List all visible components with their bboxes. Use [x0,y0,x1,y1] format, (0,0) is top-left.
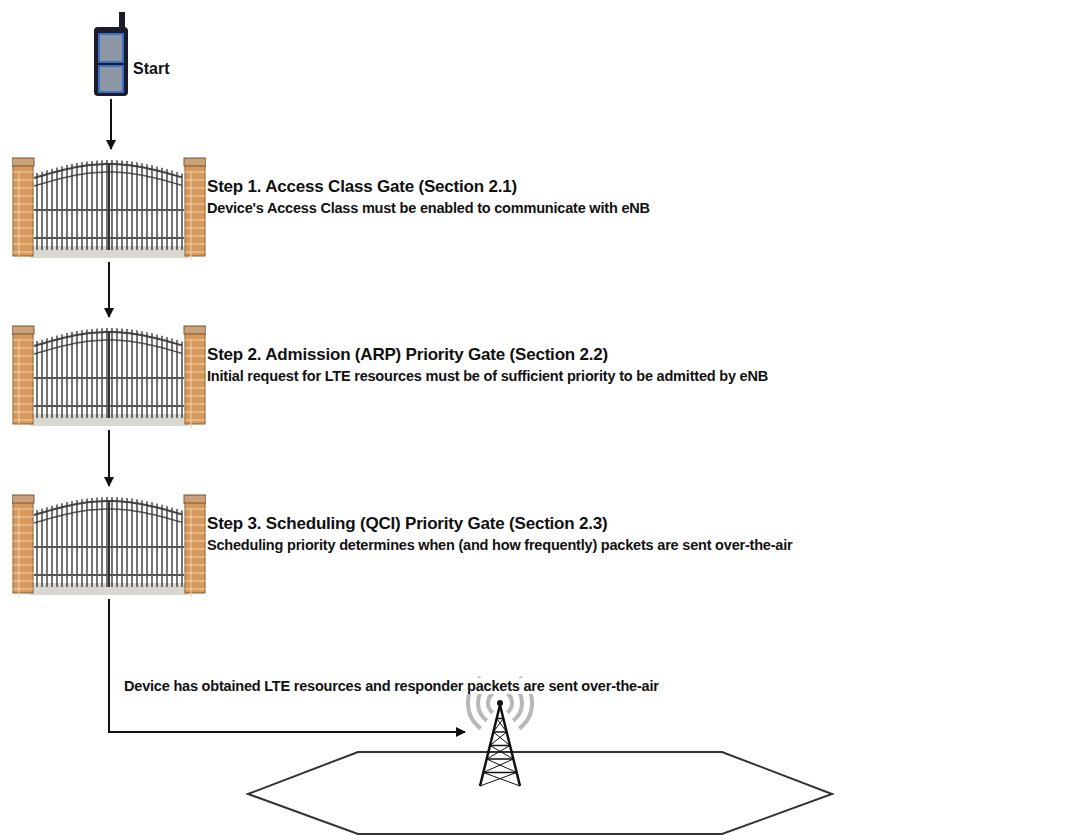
flow-arrow [110,99,112,149]
step-heading: Step 2. Admission (ARP) Priority Gate (S… [207,345,608,365]
phone-icon [93,12,129,97]
start-label: Start [133,60,169,78]
flow-arrow [109,599,465,732]
start-device: Start [93,12,129,97]
step-description: Scheduling priority determines when (and… [207,537,793,553]
gate-step: Step 1. Access Class Gate (Section 2.1)D… [12,150,206,260]
flow-arrow [108,430,110,486]
gate-step: Step 3. Scheduling (QCI) Priority Gate (… [12,487,206,597]
step-heading: Step 3. Scheduling (QCI) Priority Gate (… [207,514,608,534]
gate-illustration [12,487,206,597]
step-heading: Step 1. Access Class Gate (Section 2.1) [207,177,517,197]
step-description: Device's Access Class must be enabled to… [207,200,650,216]
edge-label: Device has obtained LTE resources and re… [124,678,659,694]
flow-arrow [108,262,110,317]
gate-illustration [12,150,206,260]
step-description: Initial request for LTE resources must b… [207,368,768,384]
gate-step: Step 2. Admission (ARP) Priority Gate (S… [12,318,206,428]
gate-illustration [12,318,206,428]
